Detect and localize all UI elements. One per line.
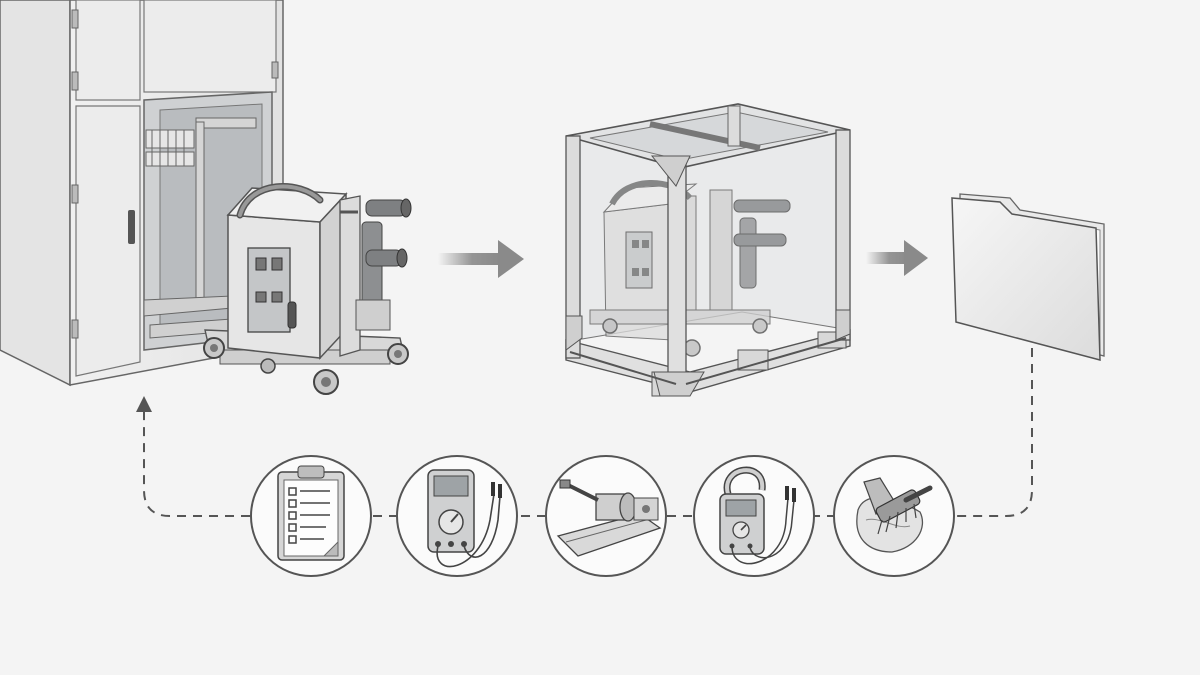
multimeter-icon	[396, 455, 518, 577]
loop-arrowhead	[136, 396, 152, 412]
flow-arrow-2	[866, 240, 928, 276]
clamp-meter-icon	[693, 455, 815, 577]
brush-and-cloth-icon	[833, 455, 955, 577]
vacuum-circuit-breaker	[203, 183, 412, 395]
flow-arrow-1	[438, 240, 524, 278]
racking-mechanism-icon	[545, 455, 667, 577]
switchgear-with-withdrawn-breaker-icon	[0, 0, 412, 395]
clipboard-checklist-icon	[250, 455, 372, 577]
maintenance-loop-path	[143, 348, 1033, 517]
document-folder-icon	[951, 193, 1105, 361]
breaker-in-transport-crate-icon	[565, 103, 851, 397]
